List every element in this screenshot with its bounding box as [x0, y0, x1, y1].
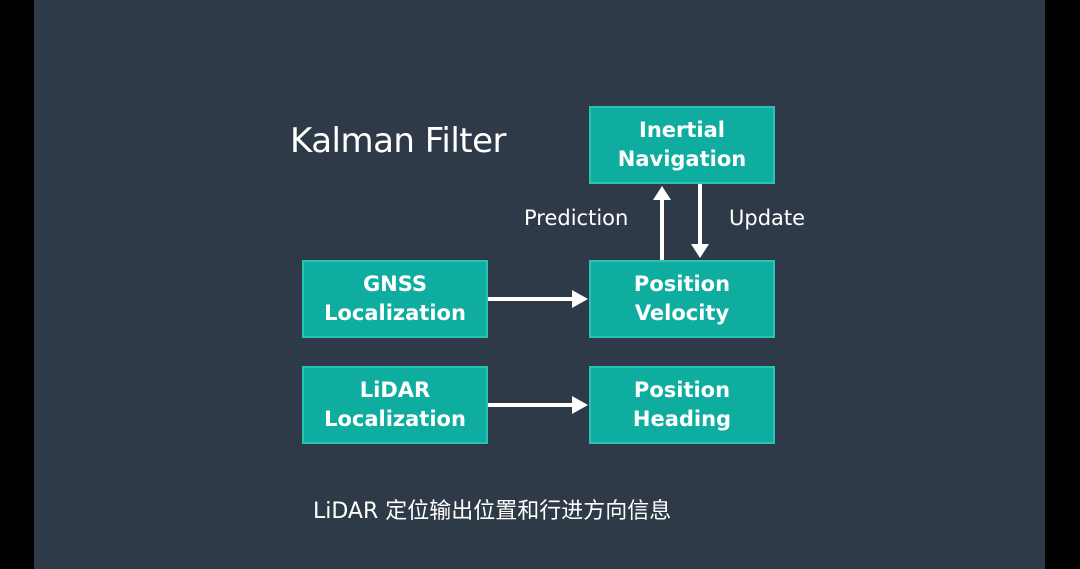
subtitle-caption: LiDAR 定位输出位置和行进方向信息 — [313, 499, 672, 524]
node-label-line2: Localization — [324, 301, 466, 325]
node-label-line2: Localization — [324, 407, 466, 431]
gnss-to-position-arrow — [488, 290, 588, 308]
node-position-heading: Position Heading — [589, 366, 775, 444]
node-lidar-localization: LiDAR Localization — [302, 366, 488, 444]
node-label-line2: Heading — [632, 407, 732, 431]
node-label-line2: Navigation — [617, 147, 747, 171]
node-label-line1: Inertial — [639, 118, 725, 142]
slide — [34, 0, 1045, 569]
lidar-to-position-arrow — [488, 396, 588, 414]
update-label: Update — [729, 206, 806, 230]
node-label-line1: LiDAR — [359, 378, 431, 402]
slide-title: Kalman Filter — [290, 121, 507, 161]
node-label-line1: Position — [633, 378, 731, 402]
node-label-line2: Velocity — [634, 301, 730, 325]
node-position-velocity: Position Velocity — [589, 260, 775, 338]
update-arrow — [691, 184, 709, 258]
prediction-label: Prediction — [524, 206, 629, 230]
node-label-line1: Position — [633, 272, 731, 296]
node-inertial-navigation: Inertial Navigation — [589, 106, 775, 184]
node-gnss-localization: GNSS Localization — [302, 260, 488, 338]
node-label-line1: GNSS — [362, 272, 428, 296]
prediction-arrow — [653, 186, 671, 260]
